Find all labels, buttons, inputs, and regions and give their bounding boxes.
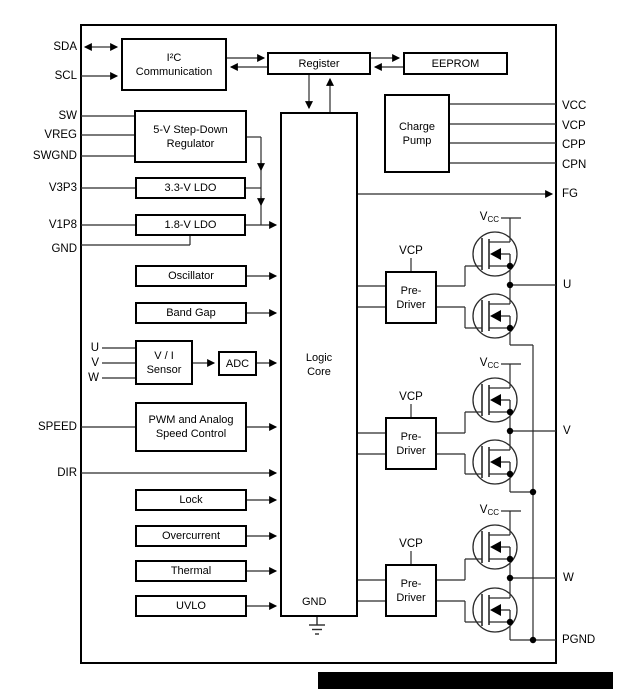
vcc-label-v: VCC <box>479 357 499 370</box>
block-pwm-speed-control: PWM and Analog Speed Control <box>135 402 247 452</box>
sense-label-w: W <box>88 372 99 384</box>
block-i2c-communication: I²C Communication <box>121 38 227 91</box>
block-lock: Lock <box>135 489 247 511</box>
block-register: Register <box>267 52 371 75</box>
block-eeprom: EEPROM <box>403 52 508 75</box>
ground-icon <box>309 617 325 635</box>
junction-dots <box>506 281 537 644</box>
pin-v: V <box>563 425 571 437</box>
block-vi-sensor: V / I Sensor <box>135 340 193 385</box>
block-oscillator: Oscillator <box>135 265 247 287</box>
block-overcurrent: Overcurrent <box>135 525 247 547</box>
pin-swgnd: SWGND <box>32 150 77 162</box>
pin-w: W <box>563 572 574 584</box>
pin-scl: SCL <box>54 70 77 82</box>
pin-speed: SPEED <box>38 421 77 433</box>
block-ldo-3v3: 3.3-V LDO <box>135 177 246 199</box>
sense-label-u: U <box>90 342 99 354</box>
pin-vreg: VREG <box>44 129 77 141</box>
pin-sw: SW <box>58 110 77 122</box>
block-uvlo: UVLO <box>135 595 247 617</box>
vcc-label-w: VCC <box>479 504 499 517</box>
logic-core-gnd-label: GND <box>302 596 327 608</box>
pin-v3p3: V3P3 <box>48 182 77 194</box>
pin-fg: FG <box>562 188 578 200</box>
redaction-bar <box>318 672 613 689</box>
pin-vcc: VCC <box>562 100 587 112</box>
i2c-line2: Communication <box>135 65 213 78</box>
arrow-wires <box>81 43 554 610</box>
pin-u: U <box>563 279 572 291</box>
block-pre-driver-w: Pre- Driver <box>385 564 437 617</box>
block-logic-core: Logic Core GND <box>280 112 358 617</box>
block-adc: ADC <box>218 351 257 376</box>
vcc-label-u: VCC <box>479 211 499 224</box>
chip-boundary <box>80 24 557 664</box>
block-charge-pump: Charge Pump <box>384 94 450 173</box>
pin-gnd: GND <box>51 243 77 255</box>
pin-cpn: CPN <box>562 159 587 171</box>
vcp-label-u: VCP <box>399 245 423 257</box>
block-thermal: Thermal <box>135 560 247 582</box>
pin-v1p8: V1P8 <box>48 219 77 231</box>
block-step-down-regulator: 5-V Step-Down Regulator <box>134 110 247 163</box>
pin-sda: SDA <box>53 41 77 53</box>
block-pre-driver-u: Pre- Driver <box>385 271 437 324</box>
i2c-line1: I²C <box>166 51 182 64</box>
pin-cpp: CPP <box>562 139 586 151</box>
block-band-gap: Band Gap <box>135 302 247 324</box>
vcp-label-v: VCP <box>399 391 423 403</box>
block-pre-driver-v: Pre- Driver <box>385 417 437 470</box>
pin-vcp: VCP <box>562 120 586 132</box>
sense-label-v: V <box>91 357 99 369</box>
pin-pgnd: PGND <box>562 634 596 646</box>
pin-dir: DIR <box>57 467 77 479</box>
vcp-label-w: VCP <box>399 538 423 550</box>
plain-wires <box>81 103 556 641</box>
block-ldo-1v8: 1.8-V LDO <box>135 214 246 236</box>
